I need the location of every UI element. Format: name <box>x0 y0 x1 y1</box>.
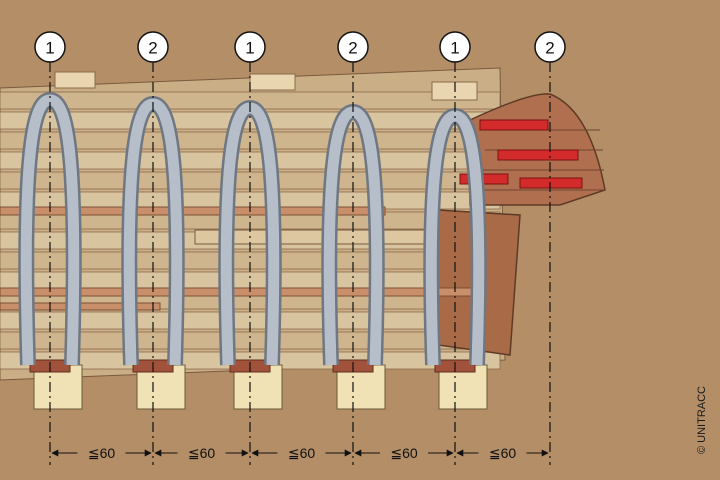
rock-lump <box>249 73 296 91</box>
marker-circle <box>34 31 66 63</box>
marker-label: 2 <box>148 39 157 58</box>
hydraulic-jacks <box>459 119 583 189</box>
marker-label: 1 <box>45 39 54 58</box>
dimension-label: ≦60 <box>390 445 418 461</box>
marker-circle <box>234 31 266 63</box>
marker-label: 1 <box>245 39 254 58</box>
marker-label: 2 <box>348 39 357 58</box>
position-markers: 1 2 1 2 1 2 <box>34 31 566 63</box>
dimension-label: ≦60 <box>88 445 116 461</box>
marker-label: 1 <box>450 39 459 58</box>
leader-lines <box>49 62 551 465</box>
marker-circle <box>337 31 369 63</box>
rock-lump <box>54 71 96 89</box>
jack <box>497 149 579 161</box>
steel-arch <box>20 94 80 366</box>
tie-beam-upper <box>0 206 386 216</box>
spacing-dimensions: ≦60 ≦60 ≦60 ≦60 ≦60 <box>51 445 549 461</box>
copyright-notice: © UNITRACC <box>696 386 708 454</box>
dimension-label: ≦60 <box>288 445 316 461</box>
dimension-label: ≦60 <box>188 445 216 461</box>
jack <box>479 119 549 131</box>
marker-circle <box>439 31 471 63</box>
marker-label: 2 <box>545 39 554 58</box>
dimension-label: ≦60 <box>489 445 517 461</box>
jack <box>519 177 583 189</box>
marker-circle <box>534 31 566 63</box>
marker-circle <box>137 31 169 63</box>
